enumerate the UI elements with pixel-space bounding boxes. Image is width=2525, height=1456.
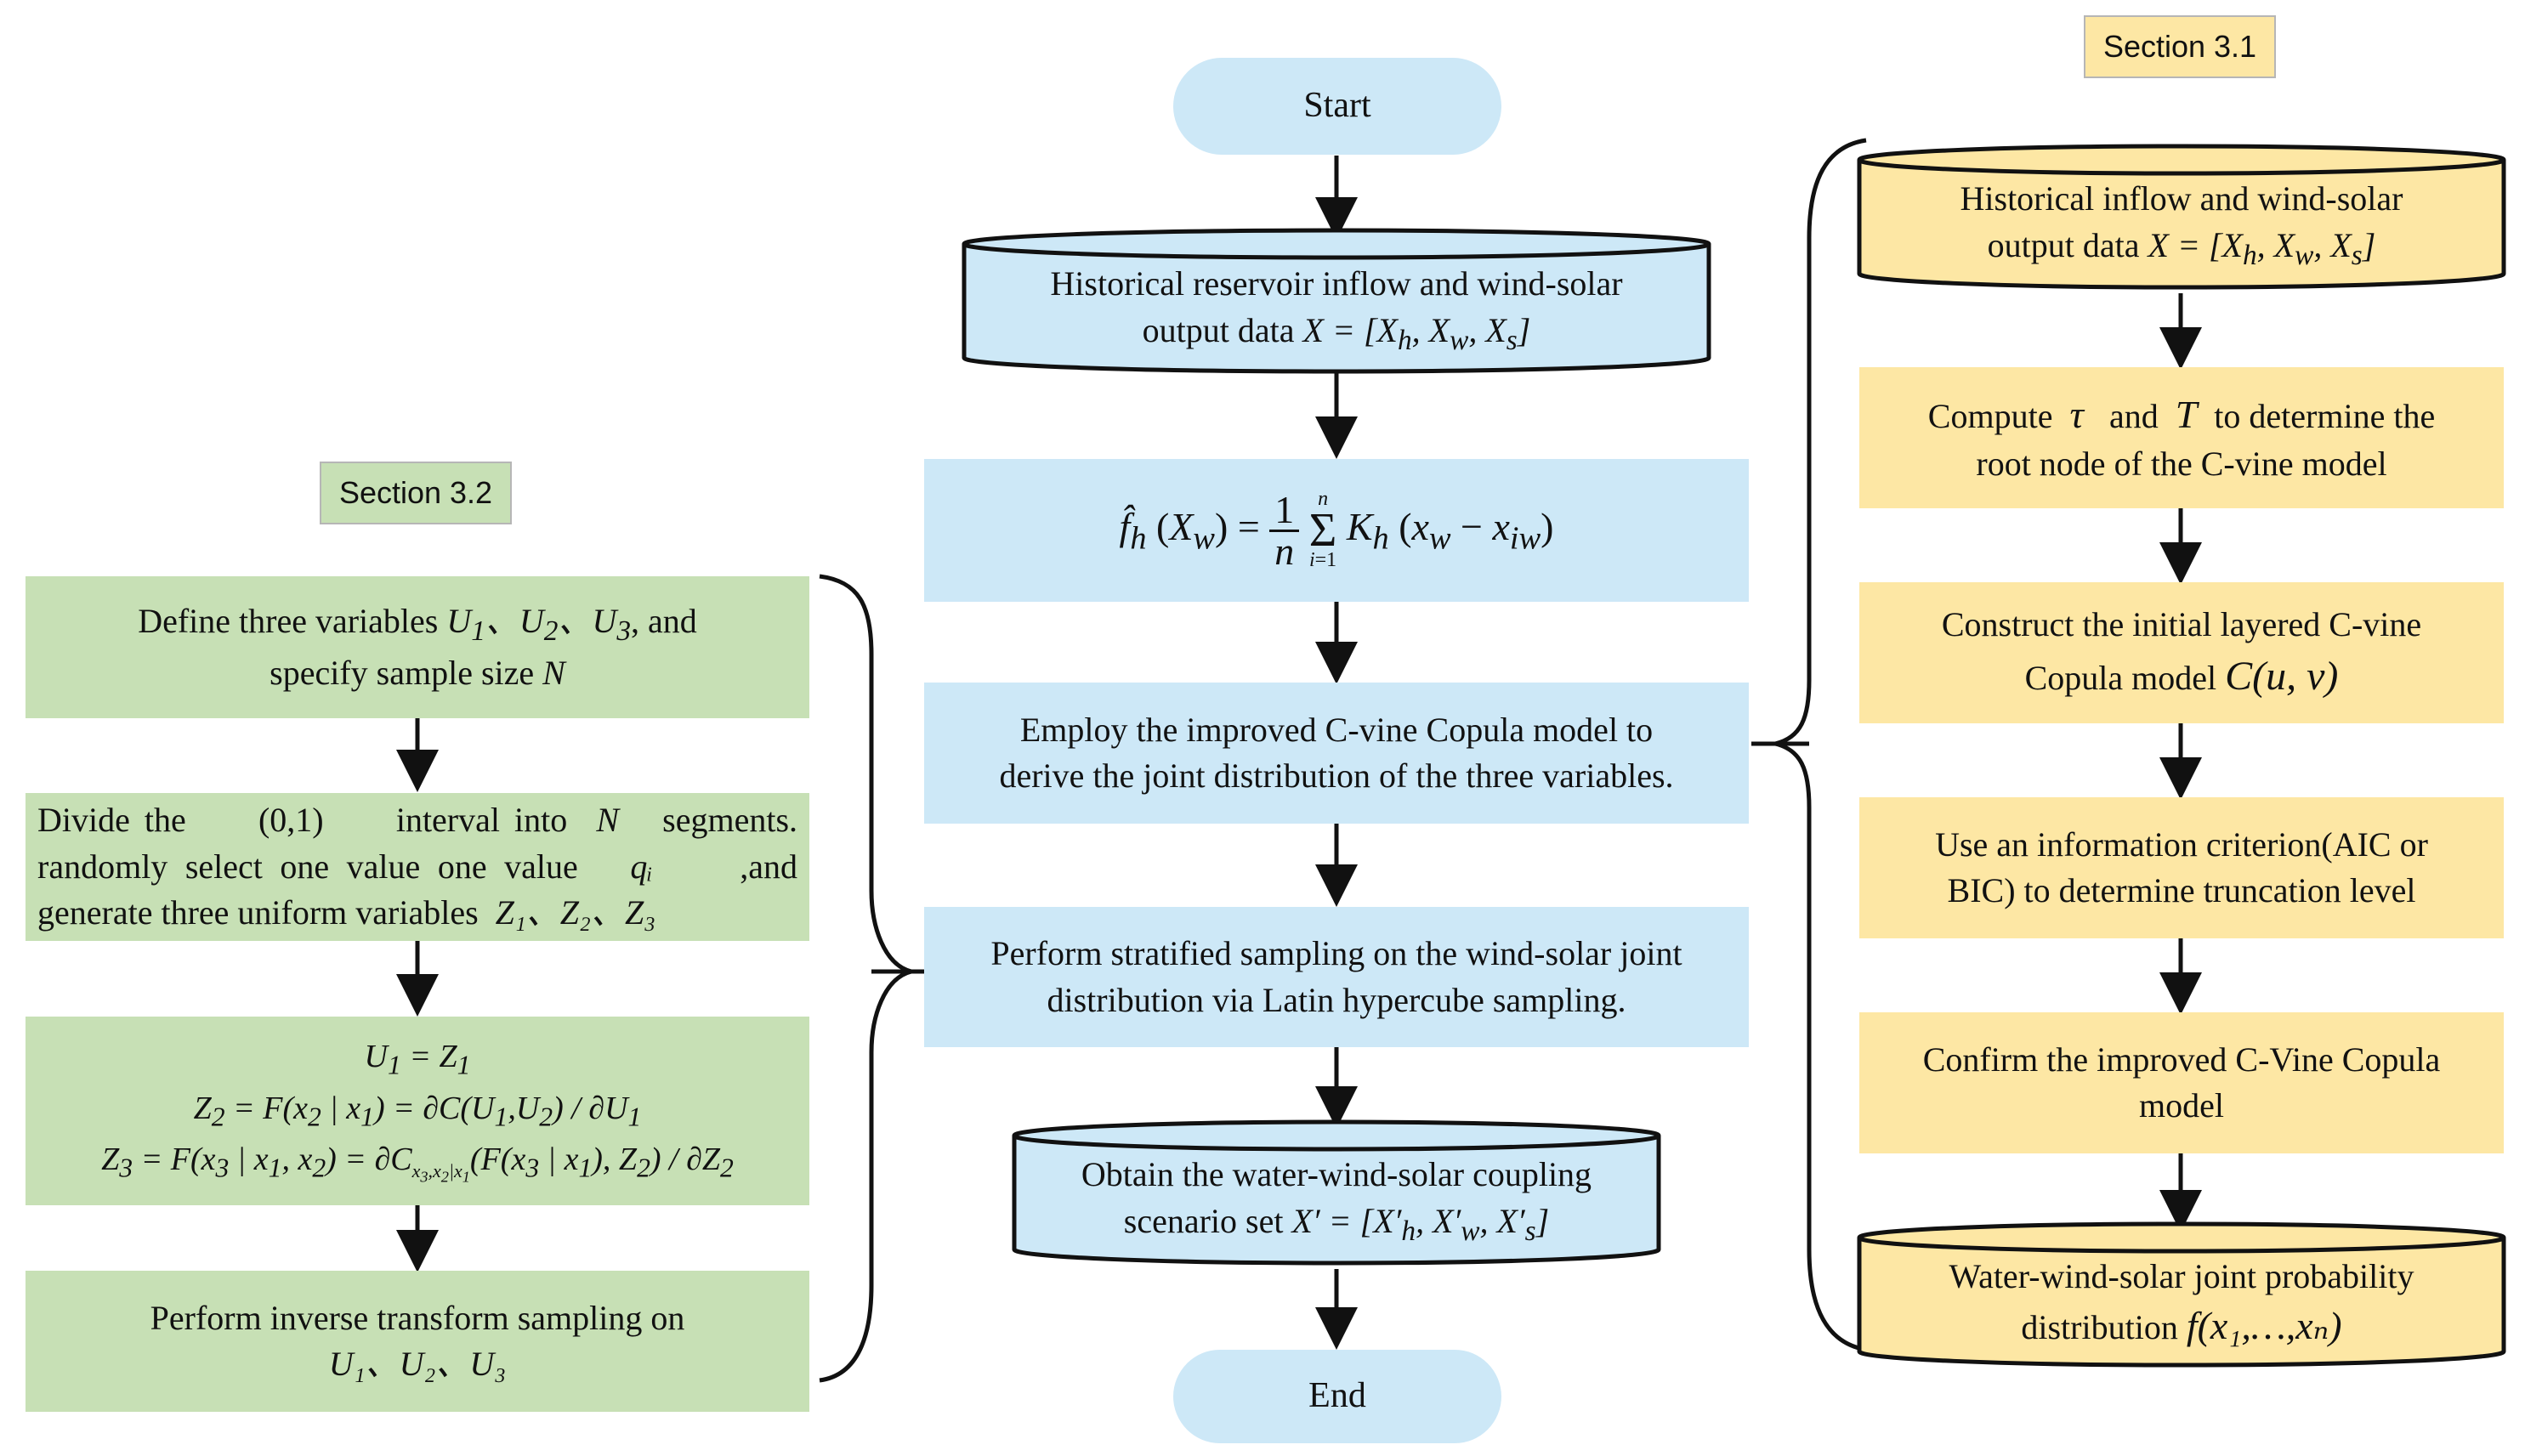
construct-formula: C(u, v)	[2225, 653, 2339, 699]
right-historical-line2-text: output data	[1987, 225, 2140, 264]
end-label: End	[1308, 1376, 1366, 1416]
compute-t: T	[2175, 392, 2198, 436]
right-historical-line1: Historical inflow and wind-solar	[1960, 179, 2403, 218]
divide-qi: qᵢ	[630, 847, 653, 886]
compute-line2: root node of the C-vine model	[1976, 445, 2387, 484]
construct-line1: Construct the initial layered C-vine	[1941, 605, 2422, 644]
joint-line2-text: distribution	[2021, 1307, 2178, 1346]
joint-distribution-node: Water-wind-solar joint probability distr…	[1864, 1248, 2499, 1358]
center-cylinder-scenario	[1012, 1119, 1661, 1266]
criterion-line2: BIC) to determine truncation level	[1947, 871, 2416, 909]
right-historical-data-node: Historical inflow and wind-solar output …	[1864, 170, 2499, 280]
compute-line1: Compute τ and T to determine the	[1928, 388, 2435, 442]
scenario-set-node: Obtain the water-wind-solar coupling sce…	[1020, 1146, 1653, 1256]
scenario-line1: Obtain the water-wind-solar coupling	[1081, 1155, 1592, 1194]
start-label: Start	[1303, 86, 1371, 126]
define-line2-text: specify sample size	[270, 653, 535, 692]
start-terminal: Start	[1173, 58, 1501, 155]
confirm-copula-box: Confirm the improved C-Vine Copula model	[1859, 1012, 2504, 1153]
section-3-2-tag: Section 3.2	[320, 462, 512, 524]
define-variables-box: Define three variables U1、U2、U3, and spe…	[26, 576, 809, 718]
divide-line2: randomly select one value one value qᵢ ,…	[37, 844, 797, 890]
divide-line2-a: randomly select one value one value	[37, 847, 578, 886]
center-cylinder-historical	[962, 228, 1711, 374]
historical-reservoir-line1: Historical reservoir inflow and wind-sol…	[1050, 264, 1623, 303]
end-terminal: End	[1173, 1350, 1501, 1443]
define-line1-suffix: , and	[631, 601, 697, 640]
left-brace	[819, 574, 924, 1383]
equation-1: U1 = Z1	[364, 1039, 471, 1080]
divide-line3: generate three uniform variables Z₁、Z₂、Z…	[37, 890, 797, 936]
employ-copula-box: Employ the improved C-vine Copula model …	[924, 683, 1749, 824]
stratified-line2: distribution via Latin hypercube samplin…	[1047, 980, 1626, 1019]
divide-interval: (0,1)	[258, 801, 324, 840]
right-cylinder-joint	[1857, 1221, 2506, 1368]
historical-reservoir-line2-text: output data	[1142, 310, 1295, 349]
inverse-line1: Perform inverse transform sampling on	[150, 1298, 685, 1337]
historical-reservoir-data-node: Historical reservoir inflow and wind-sol…	[969, 255, 1704, 365]
employ-line2: derive the joint distribution of the thr…	[999, 756, 1674, 795]
define-line2: specify sample size N	[270, 650, 565, 696]
divide-line3-a: generate three uniform variables	[37, 893, 479, 932]
divide-line1-c: segments.	[662, 801, 798, 840]
section-3-1-label: Section 3.1	[2102, 29, 2257, 64]
scenario-line2-text: scenario set	[1123, 1201, 1284, 1240]
divide-n: N	[596, 801, 620, 840]
stratified-line1: Perform stratified sampling on the wind-…	[990, 934, 1682, 973]
divide-line1-b: interval into	[395, 801, 568, 840]
compute-line1-b: and	[2108, 396, 2159, 435]
historical-reservoir-line2: output data X = [Xh, Xw, Xs]	[1143, 308, 1531, 360]
stratified-sampling-box: Perform stratified sampling on the wind-…	[924, 907, 1749, 1047]
joint-line1: Water-wind-solar joint probability	[1949, 1256, 2414, 1295]
employ-line1: Employ the improved C-vine Copula model …	[1019, 710, 1654, 749]
scenario-formula: X′ = [X′h, X′w, X′s]	[1291, 1201, 1550, 1247]
divide-zvars: Z₁、Z₂、Z₃	[495, 893, 656, 932]
construct-line2-text: Copula model	[2024, 658, 2217, 697]
right-cylinder-historical	[1857, 144, 2506, 290]
compute-line1-a: Compute	[1927, 396, 2053, 435]
compute-line1-c: to determine the	[2214, 396, 2436, 435]
define-vars: U1、U2、U3	[446, 601, 632, 647]
section-3-2-label: Section 3.2	[338, 475, 493, 510]
inverse-transform-box: Perform inverse transform sampling on U₁…	[26, 1271, 809, 1412]
criterion-line1: Use an information criterion(AIC or	[1935, 824, 2428, 864]
divide-interval-box: Divide the (0,1) interval into N segment…	[26, 793, 809, 941]
divide-line1: Divide the (0,1) interval into N segment…	[37, 797, 797, 843]
equation-2: Z2 = F(x2 | x1) = ∂C(U1,U2) / ∂U1	[193, 1090, 642, 1132]
define-line1: Define three variables U1、U2、U3, and	[138, 598, 697, 650]
compute-tau-box: Compute τ and T to determine the root no…	[1859, 367, 2504, 508]
define-line1-text: Define three variables	[138, 601, 439, 640]
information-criterion-box: Use an information criterion(AIC or BIC)…	[1859, 797, 2504, 938]
confirm-line2: model	[2139, 1086, 2224, 1125]
kde-formula: f̂h (Xw) = 1 n n Σ i=1 Kh (xw − xiw)	[1119, 487, 1554, 573]
divide-line1-a: Divide the	[37, 801, 186, 840]
joint-formula: f(x₁,…,xₙ)	[2186, 1303, 2342, 1347]
right-historical-line2: output data X = [Xh, Xw, Xs]	[1988, 223, 2376, 275]
section-3-1-tag: Section 3.1	[2084, 15, 2276, 78]
scenario-line2: scenario set X′ = [X′h, X′w, X′s]	[1124, 1198, 1549, 1250]
define-n: N	[542, 653, 565, 692]
construct-line2: Copula model C(u, v)	[2025, 649, 2339, 704]
equation-3: Z3 = F(x3 | x1, x2) = ∂Cx3,x2|x1(F(x3 | …	[101, 1142, 734, 1186]
divide-line2-b: ,and	[740, 847, 798, 886]
conditional-equations-box: U1 = Z1 Z2 = F(x2 | x1) = ∂C(U1,U2) / ∂U…	[26, 1017, 809, 1205]
kde-formula-box: f̂h (Xw) = 1 n n Σ i=1 Kh (xw − xiw)	[924, 459, 1749, 602]
compute-tau: τ	[2069, 392, 2084, 436]
inverse-vars: U₁、U₂、U₃	[328, 1345, 507, 1383]
right-brace	[1751, 138, 1867, 1352]
joint-line2: distribution f(x₁,…,xₙ)	[2021, 1300, 2341, 1353]
confirm-line1: Confirm the improved C-Vine Copula	[1922, 1040, 2441, 1079]
right-historical-formula: X = [Xh, Xw, Xs]	[2148, 225, 2376, 271]
historical-reservoir-formula: X = [Xh, Xw, Xs]	[1302, 310, 1531, 356]
construct-copula-box: Construct the initial layered C-vine Cop…	[1859, 582, 2504, 723]
